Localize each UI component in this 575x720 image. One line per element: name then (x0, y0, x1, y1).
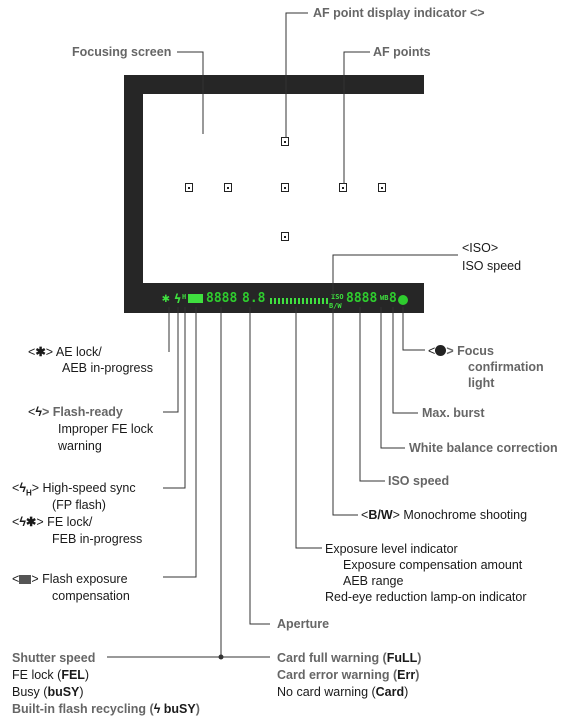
focus-confirmation-icon (398, 295, 408, 305)
flash-icon: ϟ (174, 292, 182, 306)
af-point-center (281, 183, 289, 192)
exposure-level-scale (270, 298, 328, 304)
wb-correction-icon: WB (380, 294, 389, 302)
label-fe-lock: <ϟ✱> FE lock/ (12, 515, 93, 529)
label-aeb-range: AEB range (343, 574, 404, 588)
label-max-burst: Max. burst (422, 406, 485, 420)
label-flash-improper-1: Improper FE lock (58, 422, 154, 436)
label-ae-lock-2: AEB in-progress (62, 361, 154, 375)
max-burst-digit: 8 (389, 291, 397, 306)
label-focusing-screen: Focusing screen (72, 45, 172, 59)
iso-lcd-label: ISO (331, 293, 344, 301)
label-flash-improper-2: warning (58, 439, 102, 453)
label-fe-lock-fel: FE lock (FEL) (12, 668, 90, 682)
label-iso-speed-top: ISO speed (462, 259, 522, 273)
label-card-full: Card full warning (FuLL) (277, 651, 422, 665)
shutter-speed-digits: 8888 (206, 291, 238, 306)
flash-comp-icon (188, 294, 203, 303)
label-no-card: No card warning (Card) (277, 685, 409, 699)
label-shutter-speed: Shutter speed (12, 651, 96, 665)
af-point-far-right (378, 183, 386, 192)
label-card-error: Card error warning (Err) (277, 668, 420, 682)
label-busy: Busy (buSY) (12, 685, 84, 699)
label-exposure-level: Exposure level indicator (325, 542, 458, 556)
af-point-right (339, 183, 347, 192)
label-wb-correction: White balance correction (409, 441, 558, 455)
label-focus-2: confirmation (468, 360, 544, 374)
label-flash-comp-2: compensation (52, 589, 130, 603)
viewfinder-info-display: ✱ ϟ H 8888 8.8 ISO B/W 8888 WB 8 (124, 283, 426, 313)
ae-lock-icon: ✱ (162, 291, 170, 306)
label-fe-lock-2: FEB in-progress (52, 532, 143, 546)
label-iso-speed-mid: ISO speed (388, 474, 450, 488)
label-af-points: AF points (373, 45, 431, 59)
hss-icon: H (182, 293, 187, 301)
label-focus-3: light (468, 376, 495, 390)
label-ae-lock: <✱> AE lock/ (28, 345, 102, 359)
af-point-bottom (281, 232, 289, 241)
label-hss-2: (FP flash) (52, 498, 106, 512)
label-af-point-display: AF point display indicator <> (313, 6, 485, 20)
label-flash-ready: <ϟ> Flash-ready (28, 405, 123, 419)
aperture-digits: 8.8 (242, 291, 266, 306)
label-exposure-comp: Exposure compensation amount (343, 558, 523, 572)
bw-lcd-label: B/W (329, 302, 342, 310)
iso-digits: 8888 (346, 291, 378, 306)
label-hss: <ϟH> High-speed sync (12, 481, 136, 498)
af-point-left (224, 183, 232, 192)
label-flash-comp: <> Flash exposure (12, 572, 128, 586)
label-aperture: Aperture (277, 617, 330, 631)
label-iso-tag: <ISO> (462, 241, 499, 255)
af-point-far-left (185, 183, 193, 192)
af-point-top (281, 137, 289, 146)
label-monochrome: <B/W> Monochrome shooting (361, 508, 528, 522)
label-red-eye: Red-eye reduction lamp-on indicator (325, 590, 527, 604)
label-builtin-flash: Built-in flash recycling (ϟ buSY) (12, 702, 200, 716)
label-focus: <> Focus (428, 344, 494, 358)
